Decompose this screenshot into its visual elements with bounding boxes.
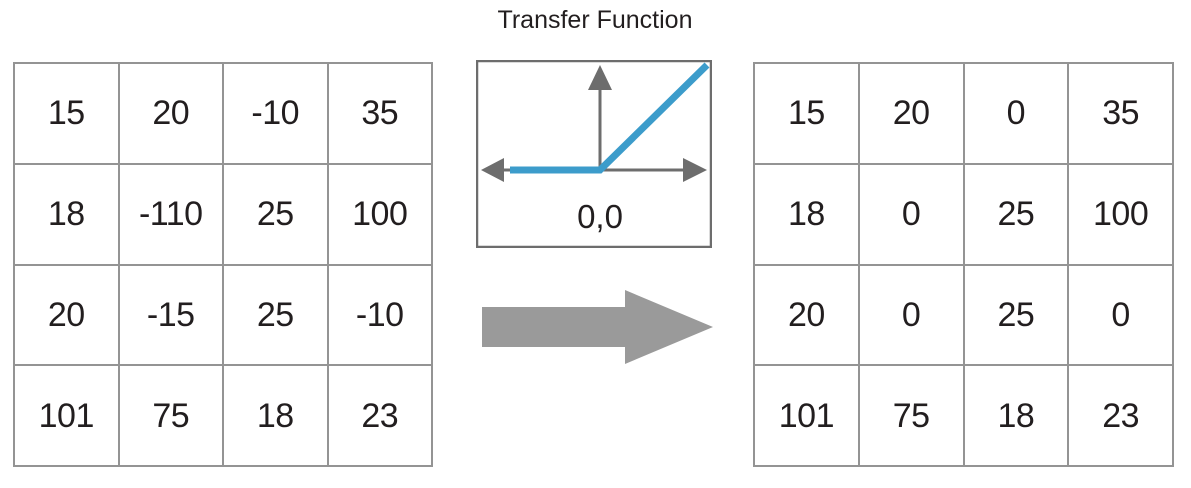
- table-cell: 15: [755, 64, 860, 165]
- table-cell: 101: [15, 366, 120, 467]
- flow-arrow-icon: [482, 290, 713, 364]
- table-cell: 0: [859, 164, 965, 266]
- table-cell: 20: [755, 265, 860, 367]
- table-cell: -10: [224, 64, 329, 165]
- table-cell: 35: [328, 64, 433, 165]
- table-cell: 20: [859, 64, 965, 165]
- table-cell: 100: [328, 164, 433, 266]
- table-cell: 100: [1069, 164, 1174, 266]
- y-axis-up-arrow-icon: [588, 65, 612, 90]
- transfer-function-title: Transfer Function: [497, 6, 693, 34]
- table-cell: 75: [859, 366, 965, 467]
- relu-curve: [510, 62, 710, 174]
- x-axis-left-arrow-icon: [481, 158, 504, 182]
- plot-frame: [476, 60, 712, 248]
- table-cell: 0: [859, 265, 965, 367]
- table-cell: 18: [755, 164, 860, 266]
- table-cell: 0: [1069, 265, 1174, 367]
- transfer-function-panel: Transfer Function 0,0: [460, 0, 730, 260]
- table-cell: 25: [964, 265, 1070, 367]
- table-cell: 18: [224, 366, 329, 467]
- output-matrix: 15 20 0 35 18 0 25 100 20 0 25 0 101 75 …: [753, 62, 1174, 467]
- table-cell: 0: [964, 64, 1070, 165]
- table-cell: 35: [1069, 64, 1174, 165]
- input-matrix: 15 20 -10 35 18 -110 25 100 20 -15 25 -1…: [13, 62, 433, 467]
- table-cell: 25: [964, 164, 1070, 266]
- table-cell: -15: [119, 265, 224, 367]
- table-cell: -10: [328, 265, 433, 367]
- table-cell: 18: [964, 366, 1070, 467]
- table-cell: 101: [755, 366, 860, 467]
- table-cell: 25: [224, 164, 329, 266]
- origin-label: 0,0: [577, 198, 623, 235]
- table-cell: 18: [15, 164, 120, 266]
- table-cell: 20: [119, 64, 224, 165]
- table-cell: 23: [328, 366, 433, 467]
- table-cell: -110: [119, 164, 224, 266]
- x-axis-right-arrow-icon: [683, 158, 707, 182]
- relu-plot: 0,0: [476, 60, 712, 248]
- table-cell: 25: [224, 265, 329, 367]
- table-cell: 15: [15, 64, 120, 165]
- flow-arrow-shape: [482, 290, 713, 364]
- table-cell: 23: [1069, 366, 1174, 467]
- table-cell: 20: [15, 265, 120, 367]
- table-cell: 75: [119, 366, 224, 467]
